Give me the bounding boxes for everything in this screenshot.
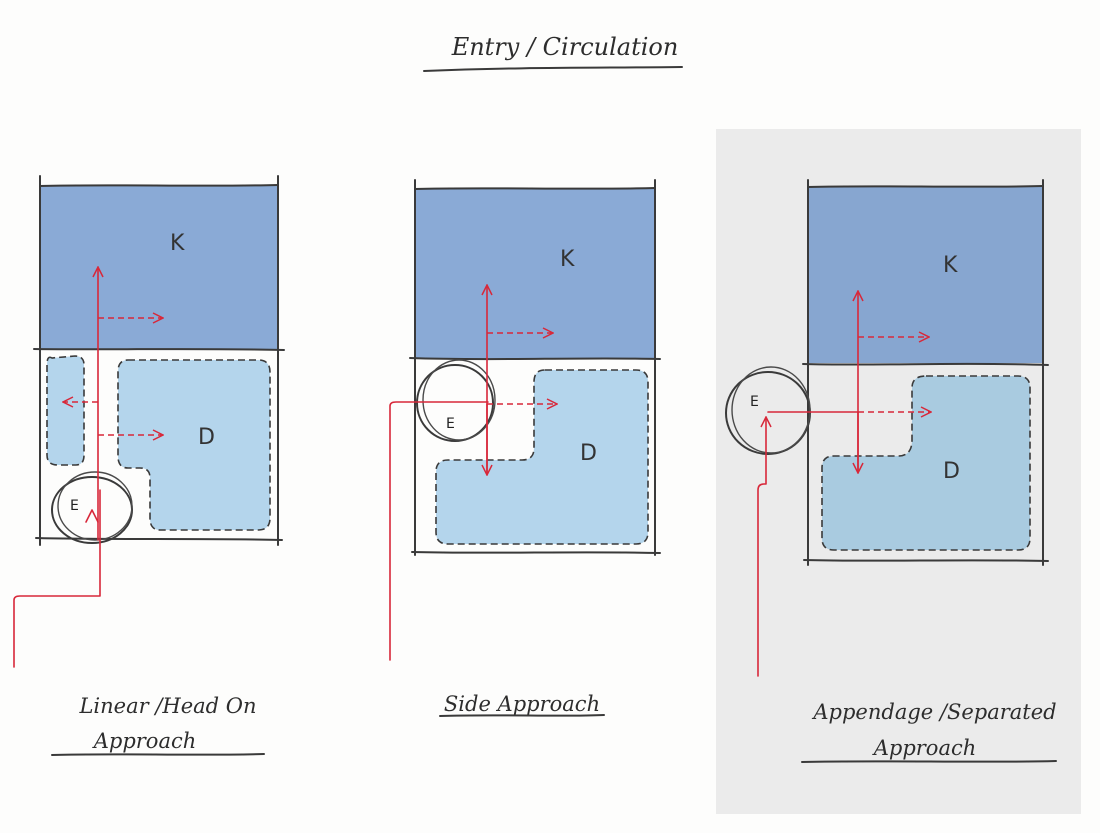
approach-path xyxy=(389,401,489,661)
kitchen-label: K xyxy=(170,231,185,256)
title-underline xyxy=(423,66,683,72)
wall-top xyxy=(39,184,279,187)
wall-top xyxy=(807,185,1044,188)
wall-mid xyxy=(802,362,1049,366)
wall-mid xyxy=(409,357,661,361)
kitchen-label: K xyxy=(943,253,958,278)
wall-bottom xyxy=(35,537,283,541)
kitchen-area xyxy=(808,187,1043,363)
caption-line1: Side Approach xyxy=(444,692,600,716)
dining-label: D xyxy=(198,425,215,450)
entry-label: E xyxy=(750,394,759,410)
kitchen-area xyxy=(40,186,278,349)
wall-mid xyxy=(33,348,285,351)
wall-bottom xyxy=(411,551,661,554)
wall-bottom xyxy=(803,559,1049,562)
entry-label: E xyxy=(70,498,79,514)
dining-area xyxy=(821,375,1031,551)
wall-top xyxy=(414,187,656,190)
page-title: Entry / Circulation xyxy=(451,33,679,61)
entry-node: E xyxy=(51,471,133,544)
entry-chevron xyxy=(85,509,99,523)
kitchen-area xyxy=(415,189,655,359)
entry-node: E xyxy=(725,366,811,455)
diagram-appendage-separated: K D E Appendage /Separated Approach xyxy=(725,179,1057,763)
kitchen-label: K xyxy=(560,247,575,272)
caption-line1: Appendage /Separated xyxy=(811,700,1056,724)
caption-underline xyxy=(801,760,1057,763)
caption-underline xyxy=(51,753,265,756)
diagram-side-approach: K D E Side Approach xyxy=(389,179,661,717)
dining-alcove xyxy=(46,355,85,466)
approach-path xyxy=(757,418,766,677)
entry-label: E xyxy=(446,416,455,432)
dining-label: D xyxy=(943,459,960,484)
dining-area xyxy=(435,369,649,545)
caption-line1: Linear /Head On xyxy=(78,694,256,718)
diagram-linear-head-on: K D E Linear /Head On Approach xyxy=(13,175,285,756)
caption-underline xyxy=(439,714,605,717)
approach-path xyxy=(13,489,101,668)
dining-label: D xyxy=(580,441,597,466)
entry-node: E xyxy=(416,359,496,442)
caption-line2: Approach xyxy=(872,736,977,760)
dining-area xyxy=(117,359,271,531)
caption-line2: Approach xyxy=(92,729,197,753)
